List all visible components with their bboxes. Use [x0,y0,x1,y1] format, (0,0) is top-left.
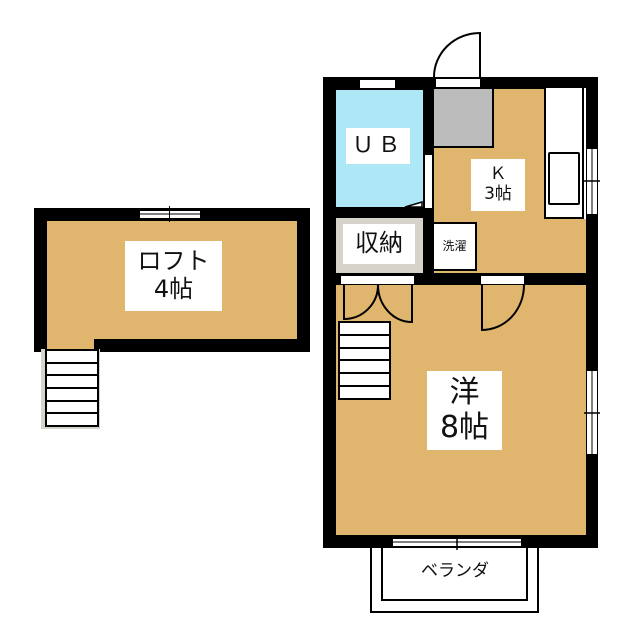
loft-label: ロフト 4帖 [125,241,222,311]
closet-door-left-icon [343,284,379,321]
entrance-floor [434,89,494,148]
laundry-name: 洗濯 [442,238,467,253]
bath-window [360,80,395,88]
bath-label: ＵＢ [346,128,410,164]
loft-size: 4帖 [153,275,194,303]
kitchen-label: Ｋ 3帖 [471,159,525,211]
western-size: 8帖 [439,409,490,445]
kitchen-size: 3帖 [484,184,512,204]
ladder-step [45,412,99,428]
closet-door-right-icon [377,284,413,324]
entrance-door-icon [433,31,481,78]
bath-door-opening [425,155,432,208]
stair-step [338,385,391,400]
western-door-icon [481,284,525,332]
kitchen-sink [548,152,580,205]
loft-ladder [45,349,99,428]
closet-door-opening [341,276,414,284]
balcony-label: ベランダ [395,557,515,587]
interior-stairs [338,321,391,400]
loft-stair-opening [47,339,94,352]
western-name: 洋 [449,375,480,410]
balcony-name: ベランダ [421,561,489,582]
bath-name: ＵＢ [351,133,404,159]
western-door-opening [481,276,524,284]
closet-name: 収納 [355,229,403,258]
laundry-label: 洗濯 [436,227,473,266]
closet-label: 収納 [343,224,415,264]
loft-name: ロフト [137,247,210,276]
counter-edge [584,88,586,219]
bath-door-icon [404,200,423,208]
kitchen-name: Ｋ [489,164,507,185]
entrance-door-opening [436,79,480,87]
western-label: 洋 8帖 [427,371,502,450]
